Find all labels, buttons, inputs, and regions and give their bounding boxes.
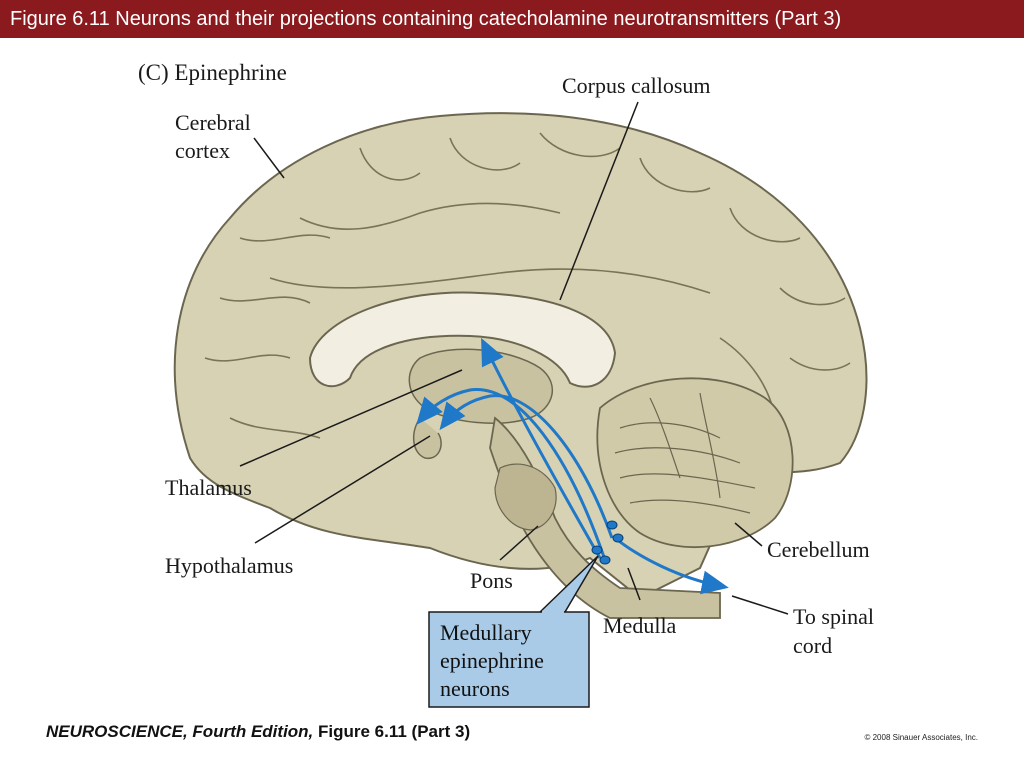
pathway-ascending-thalamus (481, 337, 602, 559)
leader-lines (239, 101, 789, 615)
footer-figure-ref: Figure 6.11 (Part 3) (318, 722, 471, 741)
callout-box (428, 611, 590, 708)
leader-thalamus (239, 369, 463, 467)
label-spinal-cord-2: cord (793, 633, 832, 658)
label-thalamus: Thalamus (165, 475, 252, 500)
label-hypothalamus: Hypothalamus (165, 553, 293, 578)
cerebellum-folia (614, 392, 756, 514)
leader-hypothalamus (254, 435, 431, 544)
epinephrine-pathways (416, 337, 729, 595)
label-cerebellum: Cerebellum (767, 537, 870, 562)
leader-pons (499, 525, 539, 561)
leader-cerebellum (734, 522, 763, 547)
leader-corpus-callosum (559, 101, 639, 301)
neuron-cell-4 (612, 533, 624, 543)
footer-edition: Fourth Edition, (192, 722, 314, 741)
neuron-cell-3 (606, 520, 618, 530)
brain-diagram: (C) Epinephrine Corpus callosum Cerebral… (138, 60, 874, 708)
panel-label: (C) Epinephrine (138, 60, 287, 85)
callout-line-3: neurons (440, 676, 510, 701)
footer-copyright: © 2008 Sinauer Associates, Inc. (864, 733, 978, 742)
label-medulla: Medulla (603, 613, 677, 638)
cerebellum-shape (596, 377, 794, 549)
pathway-spinal-cord (614, 536, 729, 595)
footer-book-title: NEUROSCIENCE, (46, 722, 188, 741)
label-corpus-callosum: Corpus callosum (562, 73, 711, 98)
callout-line-2: epinephrine (440, 648, 544, 673)
label-spinal-cord-1: To spinal (793, 604, 874, 629)
label-pons: Pons (470, 568, 513, 593)
label-cerebral-cortex-2: cortex (175, 138, 230, 163)
callout-line-1: Medullary (440, 620, 532, 645)
epinephrine-neurons (591, 520, 624, 565)
label-cerebral-cortex-1: Cerebral (175, 110, 251, 135)
neuron-cell-2 (599, 555, 611, 565)
pathway-hypothalamus-2 (439, 394, 614, 539)
leader-spinal-cord (731, 595, 789, 615)
neuron-cell-1 (591, 545, 603, 555)
leader-cerebral-cortex (253, 137, 285, 179)
slide-title: Figure 6.11 Neurons and their projection… (0, 0, 1024, 38)
pons-region (494, 463, 557, 531)
corpus-callosum-shape (308, 291, 617, 388)
footer-citation: NEUROSCIENCE, Fourth Edition, Figure 6.1… (46, 722, 470, 742)
leader-medulla (627, 567, 641, 601)
